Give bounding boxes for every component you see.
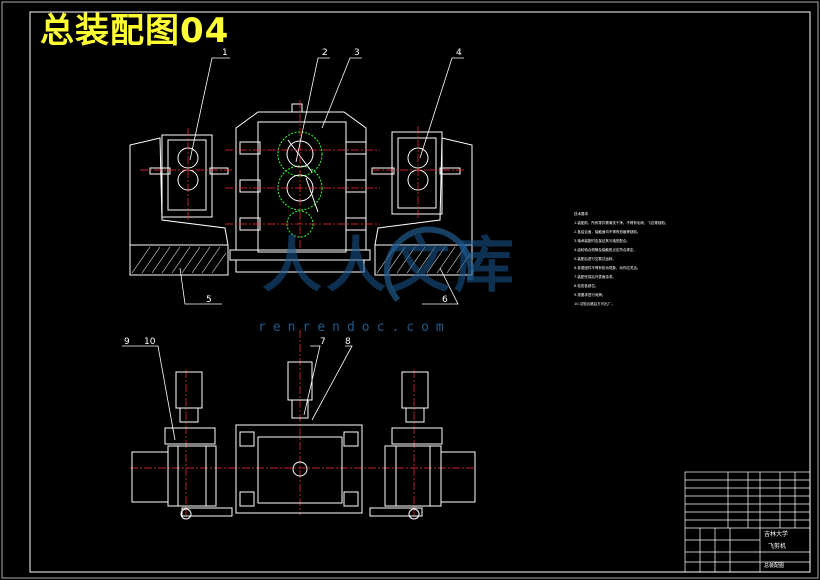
note-line: 9.按要求进行润滑。 — [574, 293, 606, 297]
callout-5: 5 — [206, 295, 212, 305]
note-line: 3.轴承装配时应保证其与轴的配合。 — [574, 239, 630, 243]
callout-10: 10 — [144, 337, 156, 347]
front-view — [129, 103, 473, 276]
callout-2: 2 — [322, 48, 328, 58]
technical-notes: 技术要求 1.装配前，所有零件需清洗干净，不得有毛刺、飞边等缺陷。 2.各结合面… — [574, 210, 714, 309]
watermark-url: renrendoc.com — [258, 320, 451, 335]
title-block-school: 吉林大学 — [764, 531, 789, 538]
note-line: 4.齿轮啮合侧隙及接触斑点应符合规定。 — [574, 248, 637, 252]
drawing-title: 总装配图04 — [40, 11, 230, 51]
note-line: 7.装配完成后外表面涂漆。 — [574, 275, 616, 279]
callout-1: 1 — [222, 48, 228, 58]
leader-lines — [122, 57, 464, 441]
note-heading: 技术要求 — [574, 212, 588, 216]
note-line: 6.各紧固件不得有松动现象，动作应灵活。 — [574, 266, 641, 270]
callout-7: 7 — [320, 337, 326, 347]
title-block-name: 飞剪机 — [768, 543, 787, 550]
watermark-logo — [383, 226, 474, 303]
callout-3: 3 — [354, 48, 360, 58]
title-block — [684, 471, 811, 573]
note-line: 2.各结合面，接触面均不得有划痕等缺陷。 — [574, 230, 641, 234]
callout-4: 4 — [456, 48, 462, 58]
note-line: 5.装配后进行空载试运转。 — [574, 257, 616, 261]
watermark-text: 人人文库 — [262, 231, 518, 301]
note-line: 1.装配前，所有零件需清洗干净，不得有毛刺、飞边等缺陷。 — [574, 221, 669, 225]
center-lines — [130, 100, 475, 515]
inner-frame — [29, 11, 811, 573]
callout-9: 9 — [124, 337, 130, 347]
note-line: 10.试验合格后方可出厂。 — [574, 302, 615, 306]
top-view — [131, 361, 476, 520]
title-block-drawing-no: 总装配图 — [764, 563, 785, 569]
note-line: 8.检查各部位。 — [574, 284, 599, 288]
callout-8: 8 — [345, 337, 351, 347]
callout-6: 6 — [442, 295, 448, 305]
